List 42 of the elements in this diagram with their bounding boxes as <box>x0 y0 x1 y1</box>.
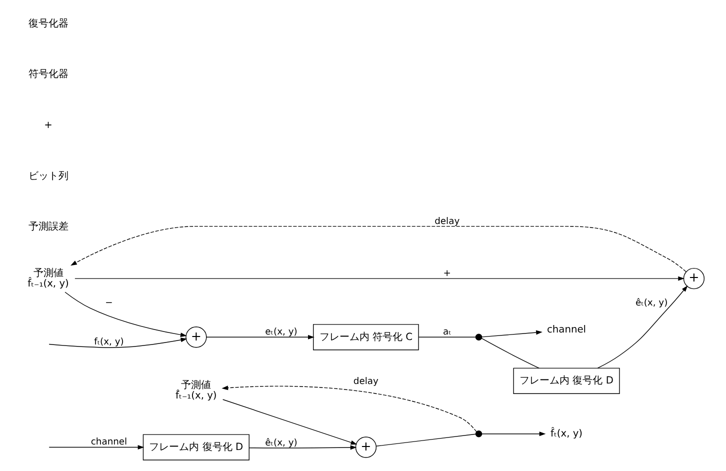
arrow <box>206 334 314 340</box>
connector <box>418 336 476 338</box>
edge-label: channel <box>90 436 128 448</box>
arrow <box>482 432 546 436</box>
node-box: フレーム内 復号化 D <box>513 368 620 394</box>
edge-label: delay <box>434 216 460 227</box>
node-text: channel <box>546 324 586 336</box>
edge-label: aₜ <box>442 326 452 338</box>
connector <box>481 338 540 369</box>
edge-label: + <box>443 268 451 280</box>
edge-label: eₜ(x, y) <box>265 326 298 338</box>
node-circle: + <box>355 436 377 458</box>
edge-label: êₜ(x, y) <box>265 437 298 448</box>
node-circle: + <box>186 326 207 348</box>
label: 予測誤差 <box>28 222 68 233</box>
label: + <box>44 120 52 131</box>
arrow <box>74 276 684 281</box>
arrow <box>597 285 688 368</box>
node-box: フレーム内 復号化 D <box>142 434 250 460</box>
arrow <box>70 226 686 272</box>
node-text: f̂ₜ(x, y) <box>550 428 583 440</box>
arrow <box>222 399 358 445</box>
edge-label: delay <box>353 376 378 388</box>
node-dot <box>475 430 482 438</box>
edge-label: êₜ(x, y) <box>636 298 668 309</box>
label: 符号化器 <box>28 69 68 80</box>
node-circle: + <box>683 268 705 290</box>
arrow <box>48 445 144 450</box>
label: ビット列 <box>28 170 68 182</box>
node-dot <box>475 334 482 341</box>
label: 復号化器 <box>28 18 68 30</box>
node-text: 予測値 f̂ₜ₋₁(x, y) <box>176 380 217 402</box>
edge-label: fₜ(x, y) <box>94 336 124 348</box>
node-text: 予測値 f̂ₜ₋₁(x, y) <box>28 268 69 290</box>
arrow <box>482 330 542 338</box>
edge-label: − <box>105 298 113 309</box>
node-box: フレーム内 符号化 C <box>313 324 419 350</box>
connector <box>376 434 476 446</box>
arrow <box>48 338 188 348</box>
arrow <box>64 292 187 337</box>
arrow <box>248 445 357 450</box>
arrow <box>222 386 477 432</box>
